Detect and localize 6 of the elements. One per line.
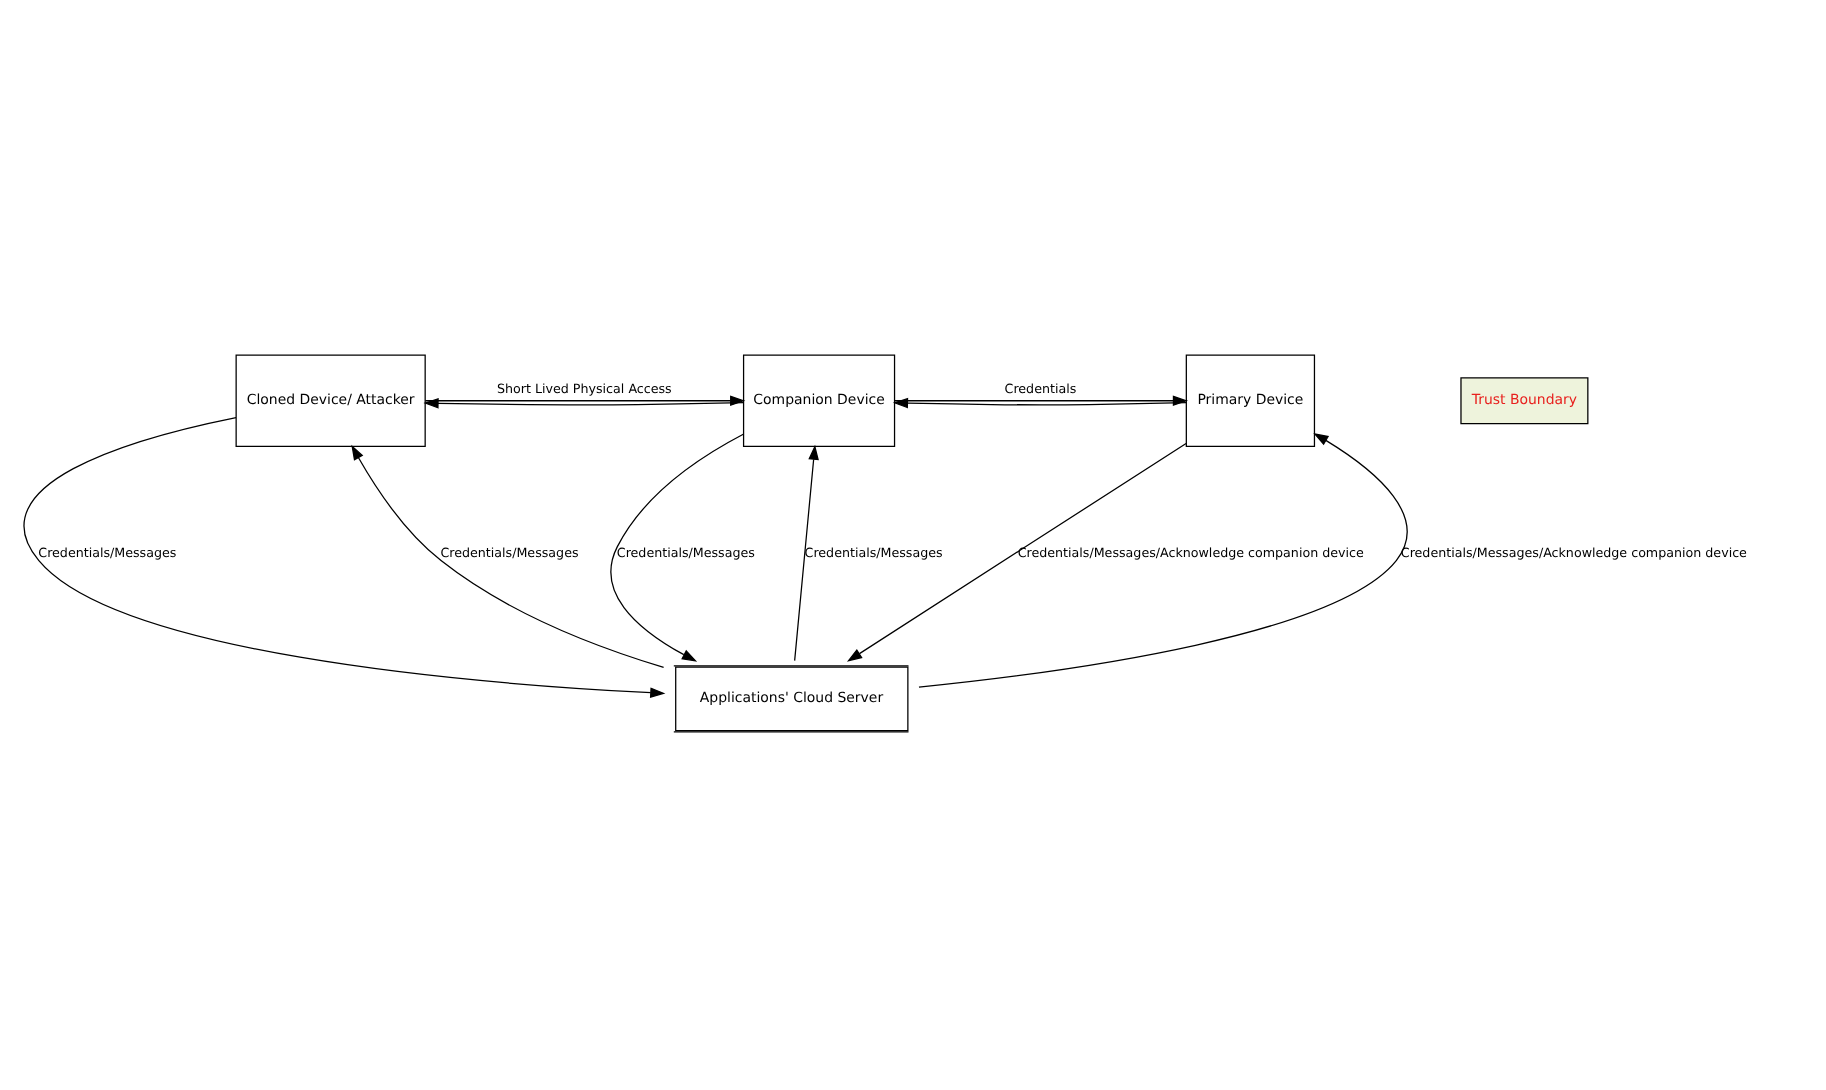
arrow	[794, 443, 819, 661]
arrow	[846, 441, 1187, 661]
arrow	[23, 415, 666, 698]
arrow	[918, 431, 1408, 687]
arrow	[351, 443, 665, 668]
arrow	[610, 432, 744, 661]
